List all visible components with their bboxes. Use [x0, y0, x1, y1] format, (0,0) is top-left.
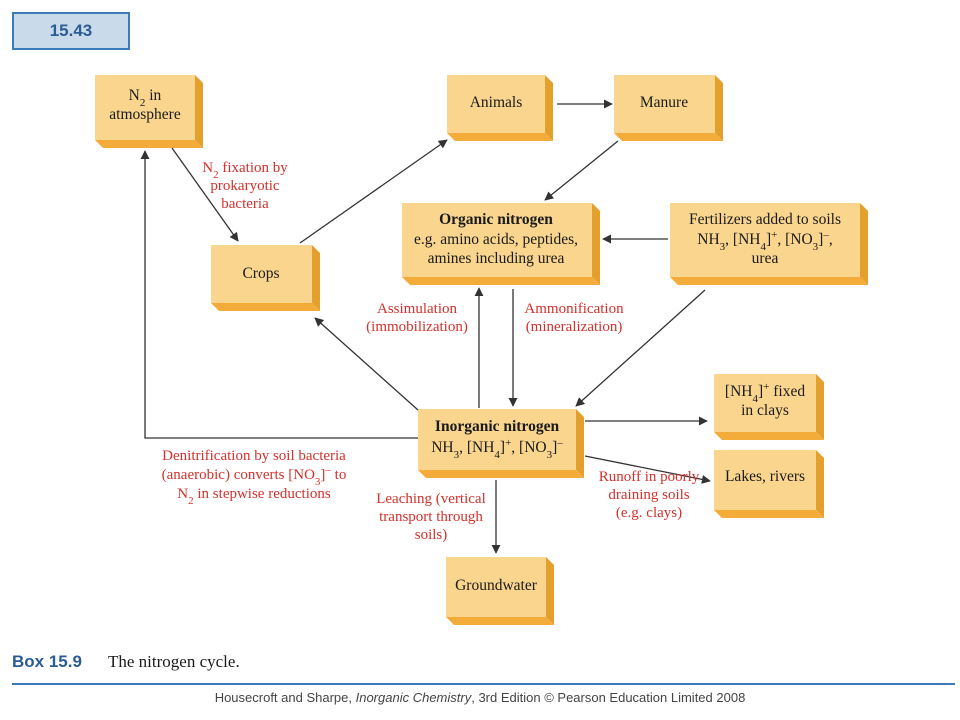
edge-inorganic-to-crops — [314, 317, 419, 411]
node-inorganic-nitrogen: Inorganic nitrogen NH3, [NH4]+, [NO3]– — [418, 409, 584, 478]
footer-rule — [12, 683, 955, 685]
svg-text:Assimulation: Assimulation — [377, 301, 458, 317]
footer-prefix: Housecroft and Sharpe, — [214, 690, 356, 705]
svg-text:transport through: transport through — [379, 509, 483, 525]
caption-text: The nitrogen cycle. — [108, 652, 240, 671]
svg-text:Animals: Animals — [470, 94, 523, 111]
label-assimulation: Assimulation (immobilization) — [366, 301, 468, 335]
svg-text:N2 in: N2 in — [129, 87, 162, 109]
svg-text:Organic nitrogen: Organic nitrogen — [439, 211, 553, 228]
node-manure: Manure — [614, 75, 723, 141]
label-n2-fixation: N2 fixation by prokaryotic bacteria — [202, 160, 288, 212]
svg-text:Runoff in poorly: Runoff in poorly — [599, 469, 700, 485]
footer-book-title: Inorganic Chemistry — [355, 690, 472, 705]
svg-text:N2 fixation by: N2 fixation by — [202, 160, 288, 181]
node-crops: Crops — [211, 245, 320, 311]
edge-n2-to-crops — [171, 147, 239, 242]
node-organic-nitrogen: Organic nitrogen e.g. amino acids, pepti… — [402, 203, 600, 285]
svg-text:atmosphere: atmosphere — [109, 106, 181, 123]
svg-text:Crops: Crops — [242, 265, 279, 282]
svg-text:Leaching (vertical: Leaching (vertical — [376, 491, 486, 507]
edge-manure-to-organic — [544, 140, 619, 201]
svg-text:N2 in stepwise reductions: N2 in stepwise reductions — [177, 486, 331, 507]
svg-text:prokaryotic: prokaryotic — [210, 178, 279, 194]
svg-text:Denitrification by soil bacter: Denitrification by soil bacteria — [162, 448, 346, 464]
footer-credit: Housecroft and Sharpe, Inorganic Chemist… — [0, 690, 960, 705]
edge-inorganic-to-lakes — [584, 455, 711, 484]
svg-text:draining soils: draining soils — [608, 487, 689, 503]
svg-text:soils): soils) — [415, 527, 448, 543]
svg-text:(immobilization): (immobilization) — [366, 319, 468, 335]
svg-text:(anaerobic) converts [NO3]– to: (anaerobic) converts [NO3]– to — [162, 464, 347, 488]
node-n2-atmosphere: N2 in atmosphere — [95, 75, 203, 148]
svg-text:urea: urea — [752, 250, 779, 267]
svg-text:Fertilizers added to soils: Fertilizers added to soils — [689, 211, 841, 228]
svg-text:Ammonification: Ammonification — [524, 301, 624, 317]
svg-text:NH3, [NH4]+, [NO3]–: NH3, [NH4]+, [NO3]– — [431, 437, 563, 461]
caption-label: Box 15.9 — [12, 652, 82, 671]
svg-text:Inorganic nitrogen: Inorganic nitrogen — [435, 418, 560, 435]
svg-text:Manure: Manure — [640, 94, 688, 111]
node-nh4-fixed-in-clays: [NH4]+ fixed in clays — [714, 374, 824, 440]
svg-text:NH3, [NH4]+, [NO3]–,: NH3, [NH4]+, [NO3]–, — [697, 229, 832, 253]
edge-crops-to-animals — [299, 139, 448, 244]
svg-text:bacteria: bacteria — [221, 196, 269, 212]
svg-text:amines including urea: amines including urea — [428, 250, 565, 267]
label-leaching: Leaching (vertical transport through soi… — [376, 491, 486, 543]
node-fertilizers: Fertilizers added to soils NH3, [NH4]+, … — [670, 203, 868, 285]
label-ammonification: Ammonification (mineralization) — [524, 301, 624, 335]
node-animals: Animals — [447, 75, 553, 141]
label-denitrification: Denitrification by soil bacteria (anaero… — [162, 448, 347, 507]
footer-suffix: , 3rd Edition © Pearson Education Limite… — [471, 690, 746, 705]
figure-number: 15.43 — [12, 12, 130, 50]
label-runoff: Runoff in poorly draining soils (e.g. cl… — [599, 469, 700, 521]
edge-inorganic-to-n2 — [140, 150, 418, 439]
node-lakes-rivers: Lakes, rivers — [714, 450, 824, 518]
svg-text:Lakes, rivers: Lakes, rivers — [725, 468, 805, 485]
nitrogen-cycle-diagram: N2 in atmosphere Animals Manure Organic … — [95, 75, 868, 625]
node-groundwater: Groundwater — [446, 557, 554, 625]
svg-text:in clays: in clays — [741, 402, 789, 419]
svg-text:e.g. amino acids, peptides,: e.g. amino acids, peptides, — [414, 231, 578, 248]
svg-text:(e.g. clays): (e.g. clays) — [616, 505, 682, 521]
edge-fertilizers-to-inorganic — [575, 289, 706, 407]
svg-text:[NH4]+ fixed: [NH4]+ fixed — [725, 381, 805, 405]
svg-text:Groundwater: Groundwater — [455, 577, 538, 594]
svg-text:(mineralization): (mineralization) — [526, 319, 623, 335]
